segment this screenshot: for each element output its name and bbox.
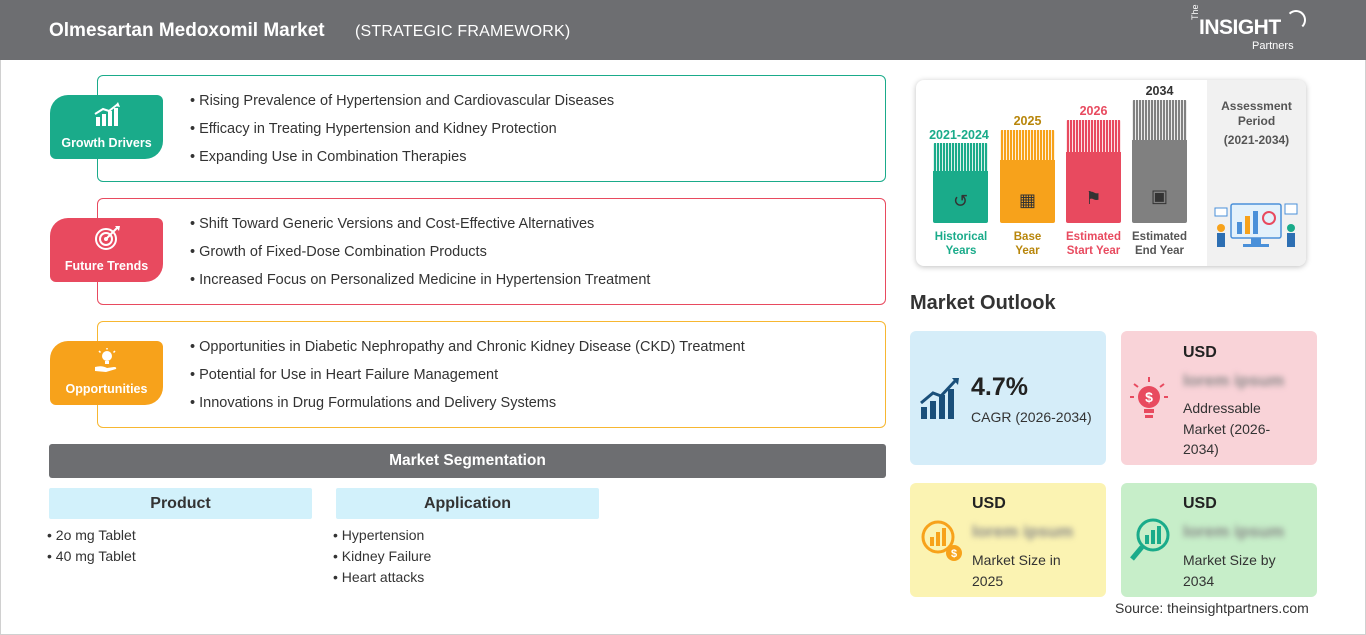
growth-magnifier-icon: [1130, 518, 1170, 561]
timeline-year: 2026: [1079, 104, 1108, 118]
list-item: Hypertension: [333, 526, 431, 547]
analytics-people-icon: [1214, 203, 1298, 247]
svg-text:$: $: [951, 548, 957, 560]
logo-arc-icon: [1286, 10, 1306, 30]
list-item: Increased Focus on Personalized Medicine…: [190, 271, 650, 299]
segmentation-title: Market Segmentation: [49, 444, 886, 478]
calendar-icon: ▦: [1018, 190, 1036, 210]
list-item: 40 mg Tablet: [47, 547, 136, 568]
assessment-title: Assessment Period: [1221, 99, 1292, 128]
svg-text:$: $: [1145, 389, 1153, 405]
addressable-market-box: $ USD lorem ipsum Addressable Market (20…: [1121, 331, 1317, 465]
cagr-label: CAGR (2026-2034): [971, 409, 1092, 425]
timeline-label: Historical Years: [934, 231, 988, 257]
timeline-bar-start: ⚑: [1066, 120, 1121, 223]
cagr-box: 4.7% CAGR (2026-2034): [910, 331, 1106, 465]
list-item: Shift Toward Generic Versions and Cost-E…: [190, 215, 650, 243]
source-credit[interactable]: Source: theinsightpartners.com: [1115, 600, 1309, 616]
box-description: Market Size by 2034: [1183, 552, 1276, 589]
future-trends-list: Shift Toward Generic Versions and Cost-E…: [190, 215, 650, 299]
timeline-bar-end: ▣: [1132, 100, 1187, 223]
list-item: Innovations in Drug Formulations and Del…: [190, 394, 745, 422]
market-size-2025-box: $ USD lorem ipsum Market Size in 2025: [910, 483, 1106, 597]
opportunities-list: Opportunities in Diabetic Nephropathy an…: [190, 338, 745, 422]
assessment-period-panel: Assessment Period (2021-2034): [1207, 80, 1306, 266]
insight-partners-logo[interactable]: The INSIGHT Partners: [1190, 4, 1310, 54]
box-description: Market Size in 2025: [972, 552, 1061, 589]
currency-label: USD: [972, 495, 1006, 512]
market-outlook-title: Market Outlook: [910, 292, 1056, 314]
presentation-icon: ▣: [1150, 186, 1168, 206]
growth-chart-icon: [920, 378, 959, 419]
target-icon: [95, 226, 120, 250]
timeline-year: 2021-2024: [929, 128, 989, 142]
product-list: 2o mg Tablet 40 mg Tablet: [47, 526, 136, 568]
application-list: Hypertension Kidney Failure Heart attack…: [333, 526, 432, 589]
timeline-label: Estimated Start Year: [1066, 231, 1121, 257]
page-title: Olmesartan Medoxomil Market: [49, 20, 325, 41]
blurred-value: lorem ipsum: [1183, 522, 1285, 541]
money-chart-icon: $: [921, 520, 962, 561]
growth-drivers-badge: Growth Drivers: [50, 95, 163, 159]
opportunities-card: Opportunities in Diabetic Nephropathy an…: [97, 321, 886, 428]
list-item: Growth of Fixed-Dose Combination Product…: [190, 243, 650, 271]
badge-label: Future Trends: [64, 259, 149, 273]
timeline-label: Base Year: [1013, 231, 1042, 257]
timeline-bar-historical: ↺: [933, 143, 988, 223]
list-item: Efficacy in Treating Hypertension and Ki…: [190, 120, 614, 148]
segment-application-header: Application: [336, 488, 599, 519]
box-description: Addressable Market (2026- 2034): [1183, 400, 1271, 457]
lightbulb-hand-icon: [95, 348, 117, 372]
blurred-value: lorem ipsum: [1183, 371, 1285, 390]
timeline-year: 2034: [1145, 84, 1174, 98]
list-item: Opportunities in Diabetic Nephropathy an…: [190, 338, 745, 366]
currency-label: USD: [1183, 344, 1217, 361]
timeline-bar-base: ▦: [1000, 130, 1055, 223]
timeline-year: 2025: [1013, 114, 1042, 128]
cagr-value: 4.7%: [971, 373, 1028, 401]
bar-growth-icon: [94, 102, 120, 126]
list-item: 2o mg Tablet: [47, 526, 136, 547]
timeline-label: Estimated End Year: [1132, 231, 1187, 257]
future-trends-card: Shift Toward Generic Versions and Cost-E…: [97, 198, 886, 305]
market-size-2034-box: USD lorem ipsum Market Size by 2034: [1121, 483, 1317, 597]
page-header: Olmesartan Medoxomil Market (STRATEGIC F…: [0, 0, 1366, 60]
opportunities-badge: Opportunities: [50, 341, 163, 405]
list-item: Heart attacks: [333, 568, 431, 589]
start-flag-icon: ⚑: [1085, 188, 1102, 208]
dollar-bulb-icon: $: [1130, 377, 1168, 418]
logo-partners: Partners: [1252, 40, 1294, 52]
logo-insight: INSIGHT: [1199, 16, 1281, 39]
list-item: Potential for Use in Heart Failure Manag…: [190, 366, 745, 394]
page-subtitle: (STRATEGIC FRAMEWORK): [355, 23, 571, 40]
assessment-period: (2021-2034): [1223, 133, 1290, 147]
growth-drivers-card: Rising Prevalence of Hypertension and Ca…: [97, 75, 886, 182]
badge-label: Growth Drivers: [61, 136, 152, 150]
future-trends-badge: Future Trends: [50, 218, 163, 282]
blurred-value: lorem ipsum: [972, 522, 1074, 541]
timeline-panel: 2021-2024 ↺ Historical Years 2025 ▦ Base…: [916, 80, 1306, 266]
history-icon: ↺: [952, 191, 969, 211]
list-item: Expanding Use in Combination Therapies: [190, 148, 614, 176]
segment-product-header: Product: [49, 488, 312, 519]
badge-label: Opportunities: [65, 382, 148, 396]
list-item: Kidney Failure: [333, 547, 432, 568]
currency-label: USD: [1183, 495, 1217, 512]
list-item: Rising Prevalence of Hypertension and Ca…: [190, 92, 614, 120]
growth-drivers-list: Rising Prevalence of Hypertension and Ca…: [190, 92, 614, 176]
